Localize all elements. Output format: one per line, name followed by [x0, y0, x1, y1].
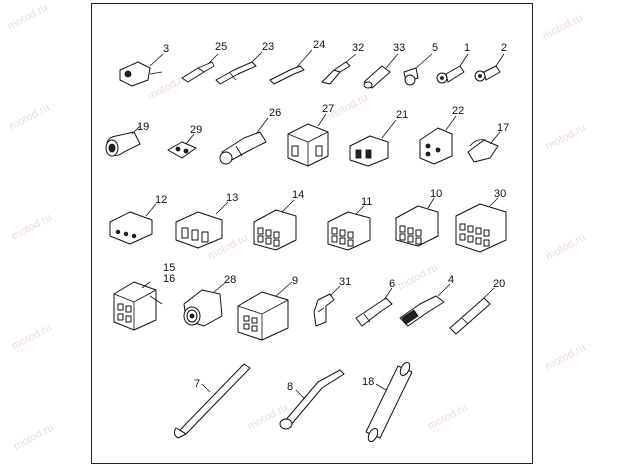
- part-17: [467, 131, 501, 163]
- callout-25: 25: [215, 41, 227, 53]
- callout-9: 9: [292, 275, 298, 287]
- callout-4: 4: [448, 274, 454, 286]
- watermark: motod.ru: [541, 12, 585, 43]
- watermark: motod.ru: [396, 262, 440, 293]
- part-22: [419, 115, 457, 165]
- part-14: [253, 199, 297, 251]
- part-24: [269, 49, 313, 85]
- callout-2: 2: [501, 42, 507, 54]
- callout-29: 29: [190, 124, 202, 136]
- callout-23: 23: [262, 41, 274, 53]
- callout-32: 32: [352, 42, 364, 54]
- part-26: [219, 117, 269, 165]
- watermark-layer: motod.ru motod.ru motod.ru motod.ru moto…: [6, 2, 588, 453]
- part-19: [105, 125, 141, 157]
- part-11: [327, 205, 371, 251]
- callout-24: 24: [313, 39, 325, 51]
- part-33: [363, 53, 399, 89]
- watermark: motod.ru: [544, 122, 588, 153]
- part-9: [237, 281, 293, 341]
- callout-14: 14: [292, 189, 304, 201]
- callout-28: 28: [224, 274, 236, 286]
- part-18-sleeve: [365, 361, 413, 443]
- callout-30: 30: [494, 188, 506, 200]
- callout-27: 27: [322, 103, 334, 115]
- part-30: [455, 197, 507, 253]
- part-7-cable-tie: [173, 363, 251, 439]
- watermark: motod.ru: [6, 2, 50, 33]
- callout-33: 33: [393, 42, 405, 54]
- callout-1: 1: [464, 42, 470, 54]
- watermark: motod.ru: [12, 422, 56, 453]
- part-6: [355, 287, 393, 327]
- callout-21: 21: [396, 109, 408, 121]
- part-27: [287, 113, 329, 167]
- watermark: motod.ru: [544, 342, 588, 373]
- part-28: [183, 281, 227, 327]
- part-12: [109, 203, 157, 245]
- part-32: [321, 53, 357, 85]
- callout-20: 20: [493, 278, 505, 290]
- callout-11: 11: [361, 196, 372, 208]
- callout-10: 10: [430, 188, 442, 200]
- part-13: [175, 201, 229, 249]
- part-31: [313, 285, 341, 327]
- part-15-16: [113, 281, 163, 331]
- callout-5: 5: [432, 42, 438, 54]
- part-1: [436, 53, 469, 84]
- callout-18: 18: [362, 376, 374, 388]
- callout-3: 3: [163, 43, 169, 55]
- callout-7: 7: [194, 378, 200, 390]
- callout-22: 22: [452, 105, 464, 117]
- watermark: motod.ru: [426, 402, 470, 433]
- callout-17: 17: [497, 122, 509, 134]
- callout-26: 26: [269, 107, 281, 119]
- part-20: [449, 287, 495, 335]
- watermark: motod.ru: [146, 72, 190, 103]
- part-23: [215, 51, 263, 85]
- callout-8: 8: [287, 381, 293, 393]
- part-29: [167, 133, 197, 159]
- callout-15: 15: [163, 262, 175, 274]
- part-2: [474, 53, 505, 82]
- watermark: motod.ru: [10, 322, 54, 353]
- callout-6: 6: [389, 278, 395, 290]
- callout-31: 31: [339, 276, 351, 288]
- part-21: [349, 119, 397, 167]
- watermark: motod.ru: [544, 232, 588, 263]
- callout-12: 12: [155, 194, 167, 206]
- callout-13: 13: [226, 192, 238, 204]
- part-5: [403, 53, 433, 86]
- watermark: motod.ru: [10, 212, 54, 243]
- part-4: [399, 283, 451, 327]
- part-25: [181, 53, 219, 83]
- part-10: [395, 197, 439, 247]
- part-3: [119, 53, 164, 87]
- part-8-cable-tie: [279, 369, 345, 430]
- callout-19: 19: [137, 121, 149, 133]
- watermark: motod.ru: [8, 102, 52, 133]
- callout-16: 16: [163, 273, 175, 285]
